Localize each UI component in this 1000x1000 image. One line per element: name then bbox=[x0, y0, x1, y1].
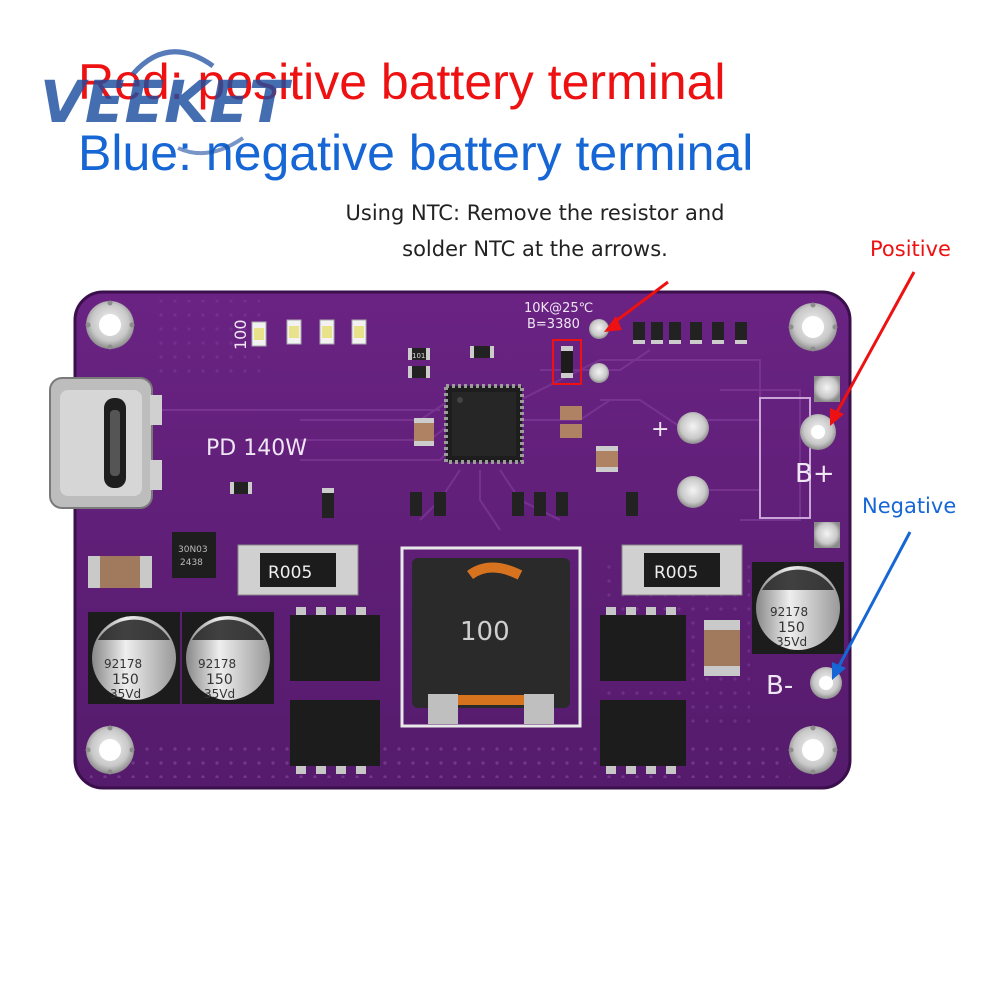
ntc-arrow bbox=[604, 280, 669, 332]
smd-resistors bbox=[230, 322, 747, 518]
legend-red-line: Red: positive battery terminal bbox=[78, 54, 726, 110]
cap1-code1: 92178 bbox=[104, 657, 142, 671]
negative-arrow bbox=[832, 531, 912, 680]
usb-c-connector bbox=[49, 377, 162, 509]
cap-markings: 92178 150 35Vd 92178 150 35Vd 92178 150 … bbox=[104, 605, 808, 701]
cap3-code1: 92178 bbox=[770, 605, 808, 619]
brand-logo: VEEKET bbox=[38, 36, 298, 166]
negative-callout: Negative bbox=[862, 494, 957, 518]
b-plus-label: B+ bbox=[795, 459, 835, 489]
shunt-resistor-right: R005 bbox=[621, 544, 743, 596]
brand-logo-text: VEEKET bbox=[40, 68, 293, 136]
cap3-code3: 35Vd bbox=[776, 635, 807, 649]
cap3-code2: 150 bbox=[778, 620, 805, 636]
positive-callout: Positive bbox=[870, 237, 951, 261]
power-inductor: 100 bbox=[400, 546, 582, 728]
inductor-label: 100 bbox=[460, 617, 510, 647]
ntc-pads bbox=[552, 319, 609, 385]
battery-pads bbox=[677, 376, 842, 699]
power-mosfets bbox=[290, 607, 686, 774]
ntc-note-line2: solder NTC at the arrows. bbox=[402, 237, 668, 261]
silk-100-label: 100 bbox=[231, 319, 250, 350]
small-mosfet-code: 2438 bbox=[180, 558, 203, 568]
shunt-left-label: R005 bbox=[268, 563, 312, 583]
ntc-note-line1: Using NTC: Remove the resistor and bbox=[345, 201, 725, 225]
shunt-resistor-left: R005 bbox=[237, 544, 359, 596]
positive-arrow bbox=[830, 271, 916, 426]
resistor-code: 101 bbox=[412, 352, 425, 360]
ceramic-capacitors bbox=[88, 406, 740, 676]
small-mosfet-label: 30N03 bbox=[178, 545, 208, 555]
cap2-code1: 92178 bbox=[198, 657, 236, 671]
ntc-spec-line1: 10K@25℃ bbox=[524, 301, 593, 316]
mounting-holes bbox=[85, 300, 838, 775]
cap2-code2: 150 bbox=[206, 672, 233, 688]
electrolytic-capacitors bbox=[88, 562, 844, 704]
cap1-code3: 35Vd bbox=[110, 687, 141, 701]
plus-sign: + bbox=[651, 417, 669, 442]
cap1-code2: 150 bbox=[112, 672, 139, 688]
status-leds bbox=[251, 319, 367, 347]
power-label: PD 140W bbox=[206, 436, 307, 461]
small-mosfet: 30N03 2438 bbox=[172, 532, 216, 578]
controller-ic bbox=[444, 384, 524, 464]
ntc-spec-line2: B=3380 bbox=[527, 317, 580, 332]
cap2-code3: 35Vd bbox=[204, 687, 235, 701]
shunt-right-label: R005 bbox=[654, 563, 698, 583]
b-minus-label: B- bbox=[766, 671, 793, 701]
